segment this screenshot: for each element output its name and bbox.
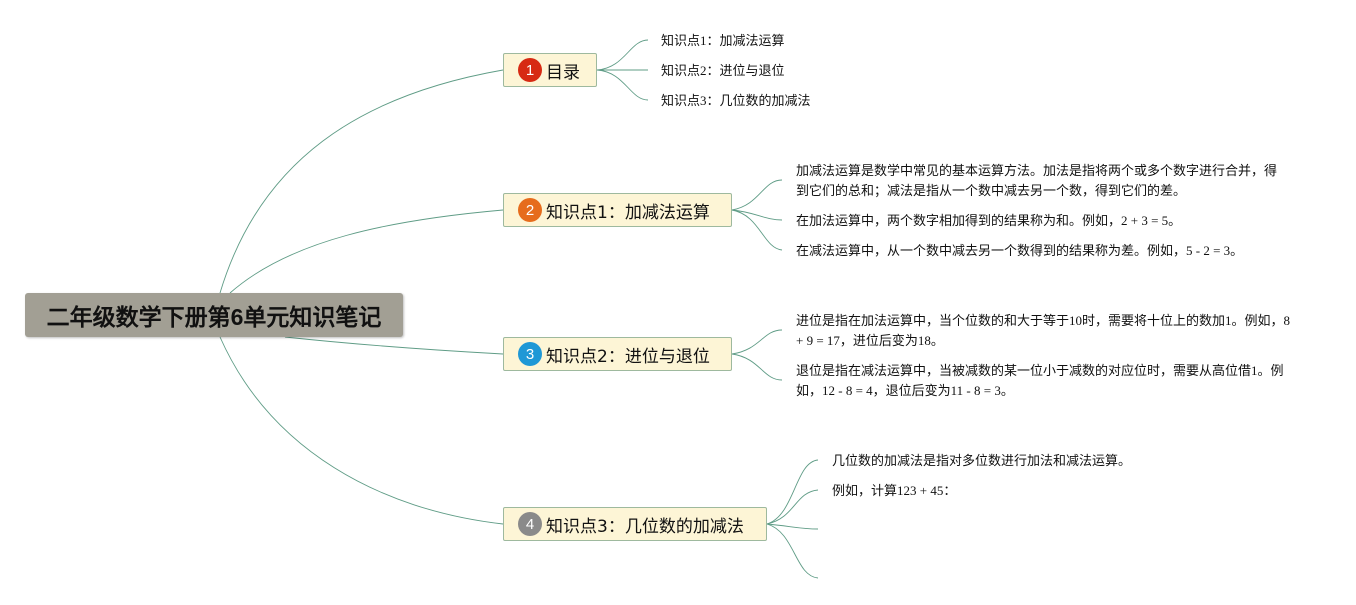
link-root-topic3 — [284, 336, 504, 355]
number-3-icon: 3 — [518, 342, 542, 366]
link-root-topic1 — [219, 69, 504, 294]
topic-3-label: 知识点2：进位与退位 — [546, 346, 710, 367]
topic-4-label: 知识点3：几位数的加减法 — [546, 516, 744, 537]
link-t4-leaf1 — [766, 459, 819, 525]
topic-3-item-1[interactable]: 进位是指在加法运算中，当个位数的和大于等于10时，需要将十位上的数加1。例如，8… — [796, 313, 1291, 348]
topic-4-item-2[interactable]: 例如，计算123 + 45： — [832, 483, 957, 498]
link-root-topic4 — [219, 336, 504, 525]
link-t4-leaf2 — [766, 489, 819, 525]
root-title: 二年级数学下册第6单元知识笔记 — [46, 304, 382, 330]
link-root-topic2 — [229, 209, 504, 294]
topic-1-label: 目录 — [546, 62, 580, 83]
number-4-icon: 4 — [518, 512, 542, 536]
topic-2-item-1[interactable]: 加减法运算是数学中常见的基本运算方法。加法是指将两个或多个数字进行合并，得到它们… — [796, 163, 1278, 198]
topic-2-item-3[interactable]: 在减法运算中，从一个数中减去另一个数得到的结果称为差。例如，5 - 2 = 3。 — [796, 243, 1244, 258]
number-1-icon: 1 — [518, 58, 542, 82]
topic-1-item-1[interactable]: 知识点1：加减法运算 — [661, 33, 785, 48]
topic-1-item-3[interactable]: 知识点3：几位数的加减法 — [661, 93, 811, 108]
topic-3[interactable]: 3 知识点2：进位与退位 — [503, 337, 732, 371]
topic-3-item-2[interactable]: 退位是指在减法运算中，当被减数的某一位小于减数的对应位时，需要从高位借1。例如，… — [796, 363, 1284, 398]
topic-2-item-2[interactable]: 在加法运算中，两个数字相加得到的结果称为和。例如，2 + 3 = 5。 — [796, 213, 1182, 228]
link-t3-leaf1 — [731, 329, 783, 355]
topic-4[interactable]: 4 知识点3：几位数的加减法 — [503, 507, 767, 541]
link-t2-leaf2 — [731, 209, 783, 221]
topic-2-label: 知识点1：加减法运算 — [546, 202, 710, 223]
link-t4-leaf4 — [766, 523, 819, 579]
link-t1-leaf3 — [596, 69, 649, 101]
topic-1-item-2[interactable]: 知识点2：进位与退位 — [661, 63, 785, 78]
topic-2[interactable]: 2 知识点1：加减法运算 — [503, 193, 732, 227]
link-t4-leaf3 — [766, 523, 819, 530]
number-2-icon: 2 — [518, 198, 542, 222]
topic-1[interactable]: 1 目录 — [503, 53, 597, 87]
link-t2-leaf1 — [731, 179, 783, 211]
topic-4-item-1[interactable]: 几位数的加减法是指对多位数进行加法和减法运算。 — [832, 453, 1132, 468]
link-t3-leaf2 — [731, 353, 783, 381]
link-t2-leaf3 — [731, 209, 783, 251]
link-t1-leaf1 — [596, 39, 649, 71]
root-topic[interactable]: 二年级数学下册第6单元知识笔记 — [25, 293, 403, 337]
